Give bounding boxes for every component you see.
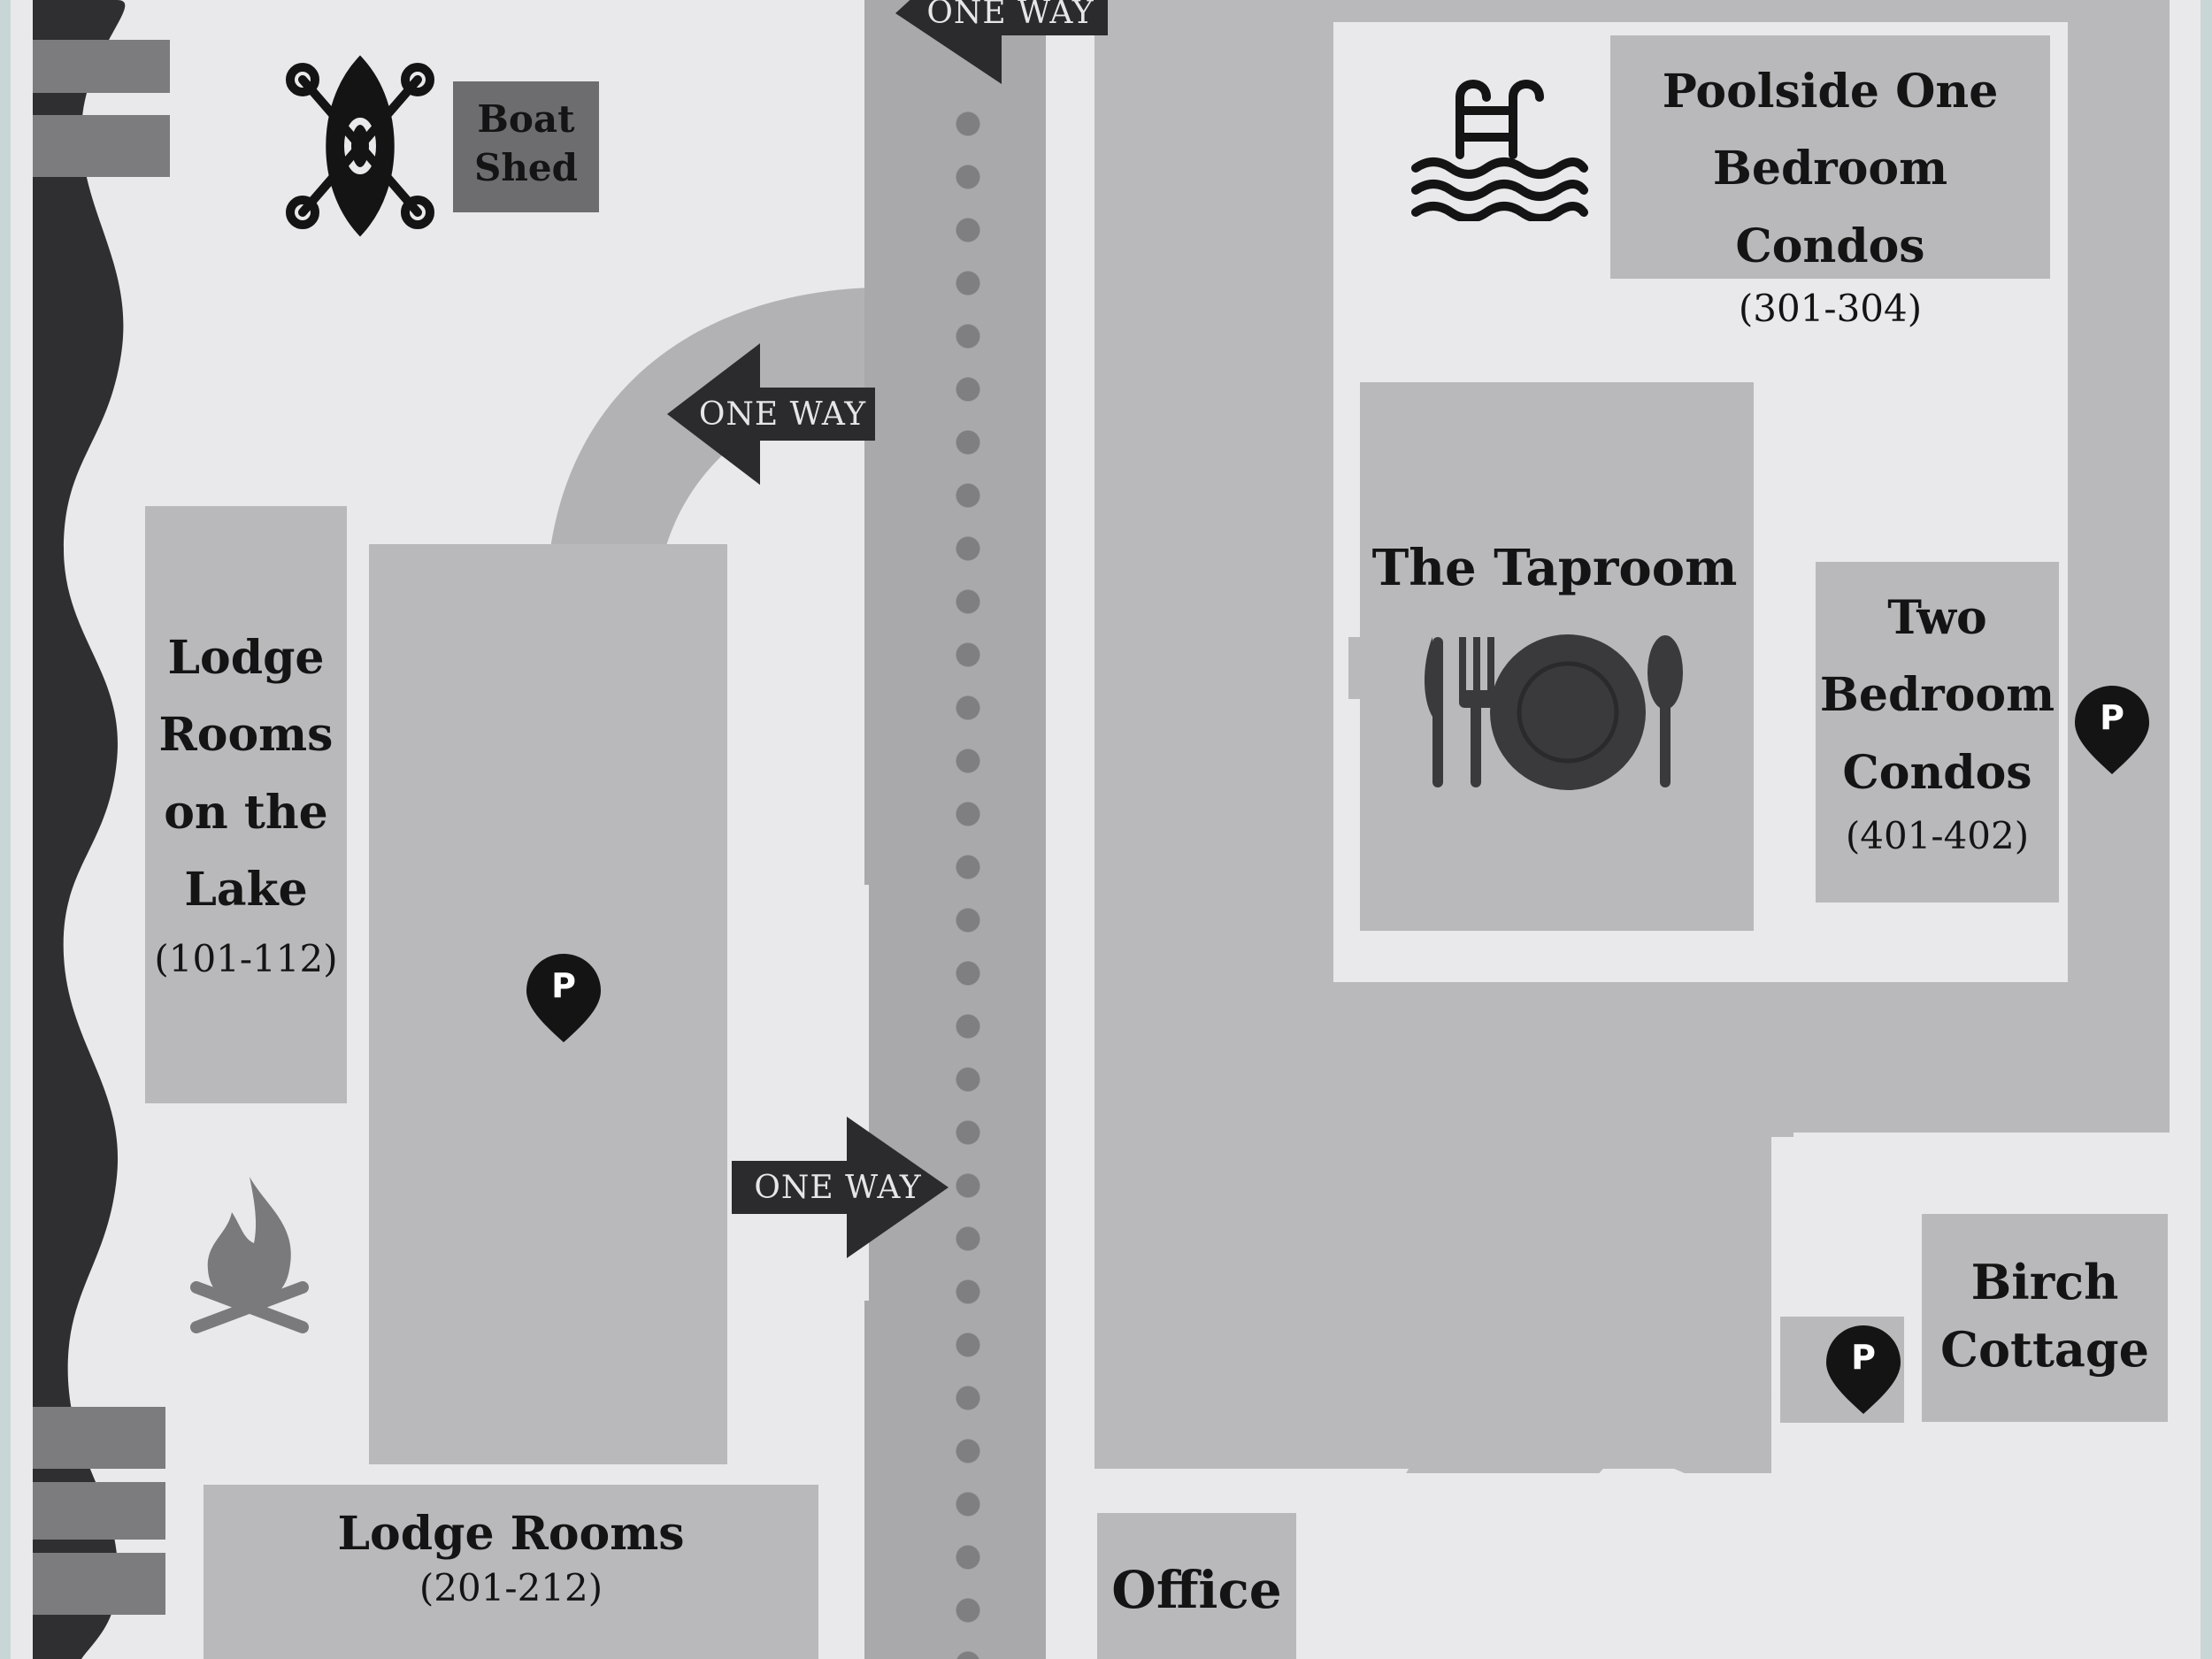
parking-pin-birch: P xyxy=(1826,1325,1901,1417)
one-way-arrow-top xyxy=(895,0,1108,84)
parking-pin-icon xyxy=(2075,686,2149,774)
poolside-condos xyxy=(1610,35,2050,279)
birch-label: Birch Cottage xyxy=(1940,1254,2149,1378)
kayak-icon xyxy=(286,55,434,237)
one-way-label-left: ONE WAY xyxy=(698,396,867,433)
lodge-rooms xyxy=(204,1485,818,1659)
boat-shed xyxy=(453,81,599,212)
campfire-icon xyxy=(190,1177,309,1333)
office-label: Office xyxy=(1111,1560,1282,1620)
parking-pin-icon xyxy=(1826,1325,1901,1414)
one-way-label-right: ONE WAY xyxy=(754,1169,922,1206)
parking-pin-lodge: P xyxy=(526,954,601,1046)
lodge-rooms-label: Lodge Rooms (201-212) xyxy=(337,1507,685,1609)
parking-letter: P xyxy=(2100,698,2124,737)
one-way-label-top: ONE WAY xyxy=(926,0,1094,31)
one-way-arrow-left xyxy=(667,343,875,485)
taproom-label: The Taproom xyxy=(1371,539,1738,597)
two-bedroom-condos xyxy=(1816,562,2059,902)
lodge-rooms-lake xyxy=(145,506,347,1103)
parking-letter: P xyxy=(1851,1338,1876,1377)
dining-icon xyxy=(1425,634,1683,790)
parking-pin-icon xyxy=(526,954,601,1042)
taproom-notch xyxy=(1348,637,1373,699)
pool-ladder-icon xyxy=(1411,80,1588,221)
two-bedroom-label: Two Bedroom Condos (401-402) xyxy=(1819,591,2055,858)
poolside-label: Poolside One Bedroom Condos (301-304) xyxy=(1662,65,1999,331)
lodge-lake-label: Lodge Rooms on the Lake (101-112) xyxy=(154,631,338,981)
office xyxy=(1097,1513,1296,1659)
birch-cottage xyxy=(1922,1214,2168,1422)
dock-top-2 xyxy=(33,115,170,177)
parking-letter: P xyxy=(551,966,576,1005)
dock-bottom-1 xyxy=(33,1407,165,1469)
one-way-arrow-right xyxy=(732,1117,949,1258)
dock-bottom-3 xyxy=(33,1553,165,1615)
dock-top-1 xyxy=(33,40,170,93)
dock-bottom-2 xyxy=(33,1482,165,1540)
lake-shoreline xyxy=(33,0,126,1659)
parking-pin-condos: P xyxy=(2075,686,2149,778)
road-centerline xyxy=(954,97,982,1659)
